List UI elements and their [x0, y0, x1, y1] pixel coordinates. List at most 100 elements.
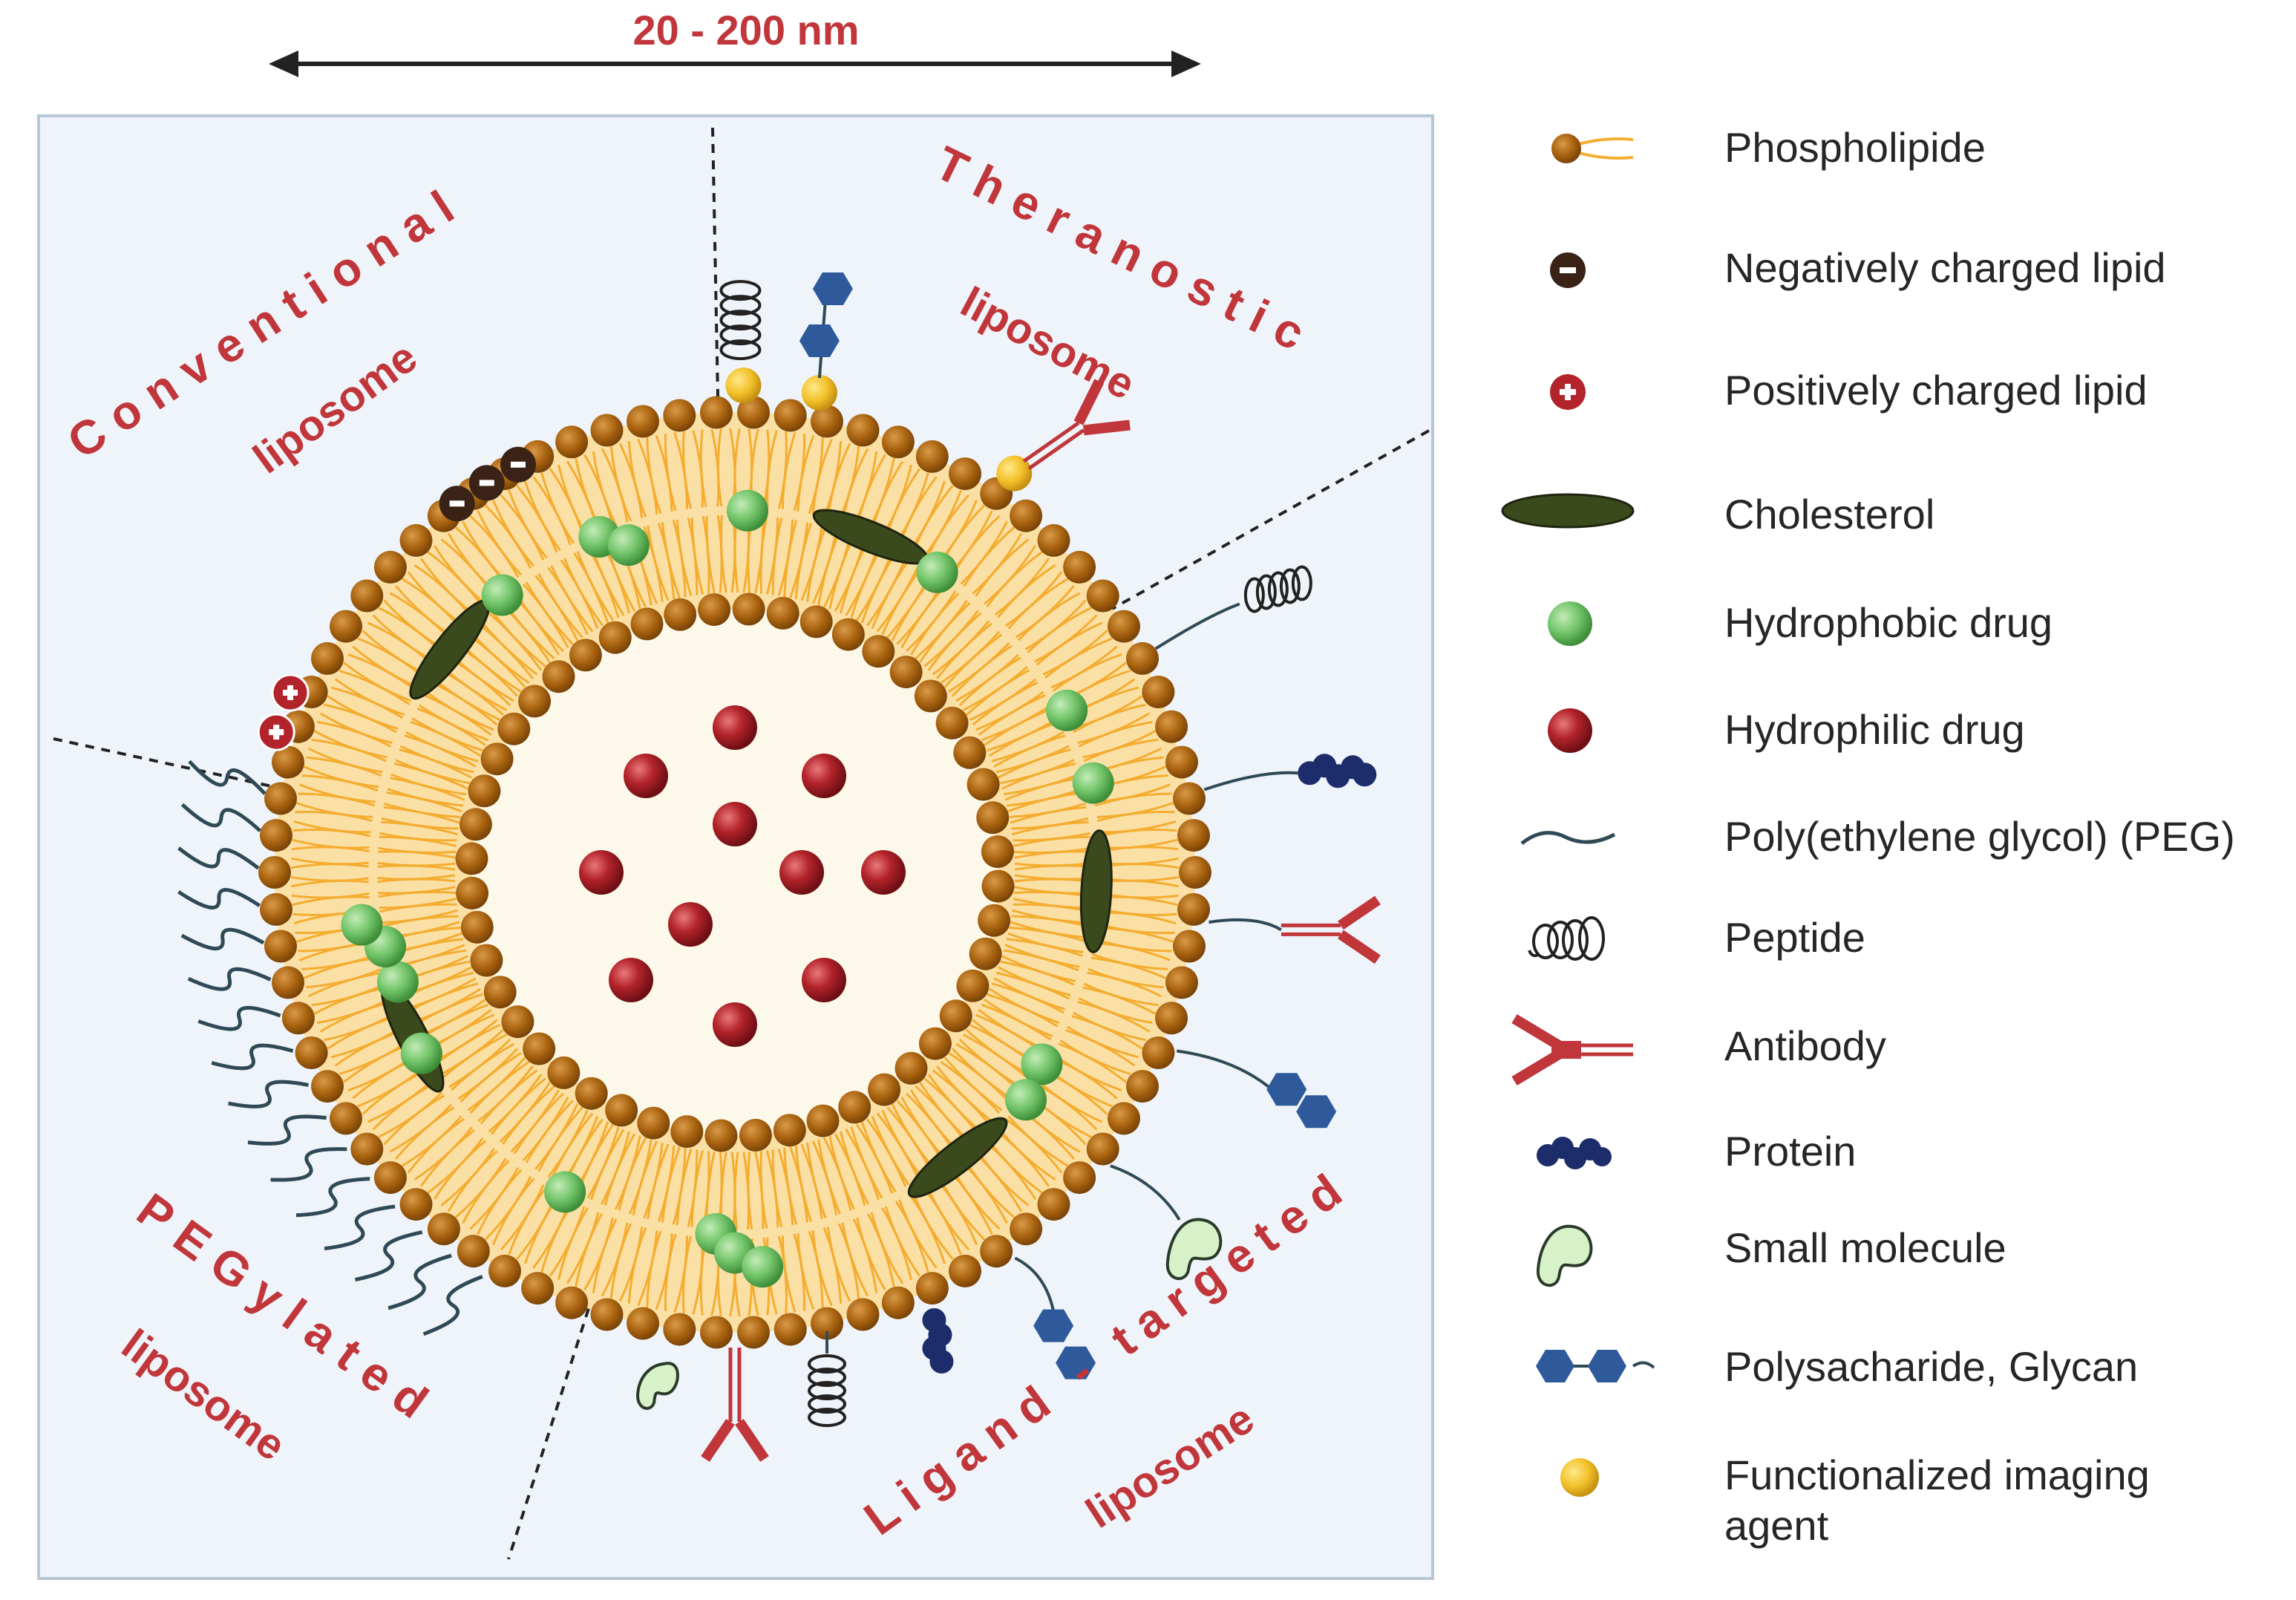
peptide [808, 1354, 847, 1428]
lipid-tail [958, 656, 1021, 707]
hydrophilic-drug [713, 705, 757, 750]
phospholipid-head [1165, 966, 1198, 999]
lipid-tail [308, 747, 383, 774]
lipid-tail [1014, 850, 1092, 859]
lipid-tail [627, 441, 647, 517]
hydrophobic-drug-icon [1548, 601, 1592, 646]
lipid-tail [1007, 578, 1069, 630]
phospholipid-head [373, 550, 407, 584]
peg-chain [180, 803, 262, 832]
lipid-tail [377, 874, 456, 881]
peptide-coil [808, 1394, 847, 1414]
lipid-tail [871, 559, 910, 630]
phospholipid-head [700, 396, 733, 429]
lipid-tail [664, 434, 677, 512]
peptide [1243, 565, 1312, 613]
phospholipid-head [935, 706, 969, 739]
lipid-tail [837, 1223, 860, 1299]
lipid-tail [881, 1207, 912, 1281]
phospholipid-head [1086, 579, 1119, 613]
liposome [177, 272, 1381, 1462]
lipid-tail [508, 489, 548, 559]
lipid-tail [687, 1149, 699, 1227]
peptide-coil [808, 1408, 847, 1428]
lipid-tail [1010, 806, 1087, 824]
peptide-coil [808, 1381, 847, 1401]
lipid-tails [290, 428, 1180, 1317]
phospholipid-head [1086, 1132, 1119, 1166]
phospholipid-head [260, 892, 292, 926]
antibody-arm [701, 1419, 735, 1462]
legend-label-hydrophobic-drug: Hydrophobic drug [1724, 599, 2053, 646]
peg-chain [247, 1114, 327, 1146]
phospholipid-head [501, 1005, 534, 1039]
lipid-tail [866, 1118, 907, 1187]
peg-chain [295, 1177, 370, 1218]
phospholipid-head [811, 405, 843, 438]
phospholipid-head [637, 1106, 670, 1140]
phospholipid-head [739, 1118, 772, 1152]
lipid-tail [313, 729, 387, 759]
lipid-tail [943, 633, 1003, 688]
lipid-tail [793, 1233, 806, 1311]
peptide-coil [1243, 577, 1265, 613]
lipid-tail [690, 517, 704, 595]
phospholipid-head [766, 596, 799, 630]
phospholipid-head [468, 774, 501, 808]
lipid-tail [566, 1212, 600, 1284]
lipid-tail [637, 1230, 658, 1307]
hydrophobic-drug [544, 1171, 586, 1213]
phospholipid-head [1010, 1212, 1043, 1246]
phospholipid-head [330, 1102, 362, 1135]
lipid-tail [1011, 915, 1089, 928]
lipid-tail [676, 519, 693, 597]
lipid-tail [387, 788, 464, 807]
lipid-tail [919, 602, 971, 664]
peg-tether [1154, 602, 1240, 650]
protein-unit [929, 1349, 954, 1374]
lipid-tail [975, 538, 1030, 597]
lipid-tail [384, 802, 461, 818]
lipid-tail [454, 1157, 507, 1218]
phospholipid-head [773, 1313, 807, 1346]
phospholipid-head [264, 782, 297, 815]
small-molecule [636, 1362, 679, 1410]
phospholipid-head [881, 1286, 915, 1319]
phospholipid-head [862, 635, 895, 668]
lipid-tail [984, 707, 1053, 747]
phospholipid-head [281, 1002, 315, 1035]
lipid-tail [480, 620, 538, 676]
phospholipid-head [846, 1298, 880, 1331]
phospholipid-head [967, 768, 1000, 801]
lipid-tail [1097, 811, 1175, 822]
phospholipid-head [569, 639, 602, 672]
phospholipid-head [311, 641, 344, 675]
phospholipid-head [881, 425, 915, 459]
lipid-tail [401, 1115, 462, 1167]
lipid-tail [477, 1065, 534, 1123]
legend-label-polysaccharide: Polysacharide, Glycan [1724, 1343, 2138, 1390]
polysaccharide-icon [1536, 1350, 1655, 1382]
lipid-tail [808, 1230, 824, 1308]
hydrophobic-drug [607, 524, 650, 566]
hydrophobic-drug [376, 961, 419, 1003]
lipid-tail [978, 694, 1046, 737]
lipid-tail [777, 1235, 788, 1314]
peg-chain [188, 760, 266, 795]
lipid-tail [673, 1235, 689, 1313]
lipid-tail [292, 838, 370, 849]
lipid-tail [1099, 828, 1177, 837]
cholesterol-icon [1501, 493, 1635, 529]
lipid-tail [852, 1218, 878, 1294]
antibody-stalk [1022, 421, 1080, 463]
antibody-arm [1083, 419, 1131, 436]
hydrophilic-drug [624, 754, 668, 798]
peg-tether [1110, 1164, 1181, 1221]
phospholipid-head [773, 1114, 806, 1147]
phospholipid-head [523, 1032, 556, 1065]
phospholipid-head [1173, 930, 1206, 963]
peptide-coil [719, 339, 762, 361]
lipid-tail [777, 1148, 794, 1226]
lipid-tail [811, 1140, 838, 1215]
legend-label-imaging-agent-line2: agent [1724, 1502, 1829, 1549]
